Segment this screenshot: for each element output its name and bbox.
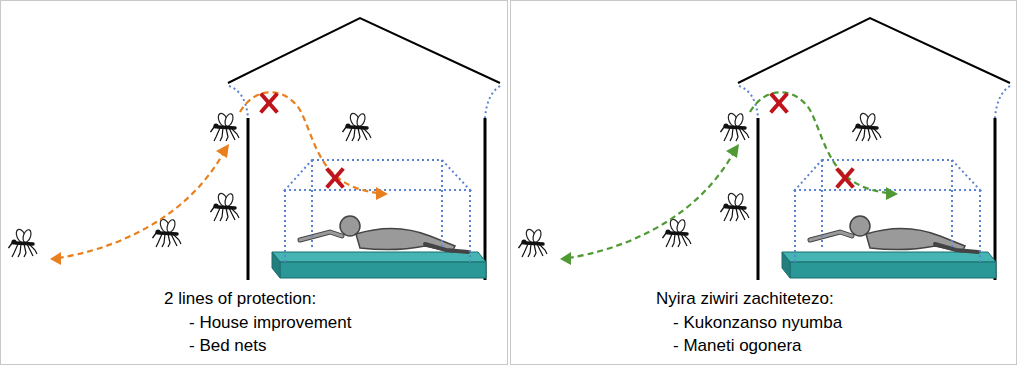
panel-heading: Nyira ziwiri zachitetezo: [656,288,834,309]
list-item: - Kukonzanso nyumba [673,312,842,333]
list-item: - House improvement [189,312,352,333]
list-item: - Bed nets [189,335,267,356]
panel: Nyira ziwiri zachitetezo: - Kukonzanso ny… [510,0,1017,365]
list-item: - Maneti ogonera [673,335,802,356]
scene-chichewa [519,18,1011,280]
panel-heading: 2 lines of protection: [164,288,316,309]
panel: 2 lines of protection: - House improvemen… [0,0,508,365]
scene-english [9,18,501,280]
